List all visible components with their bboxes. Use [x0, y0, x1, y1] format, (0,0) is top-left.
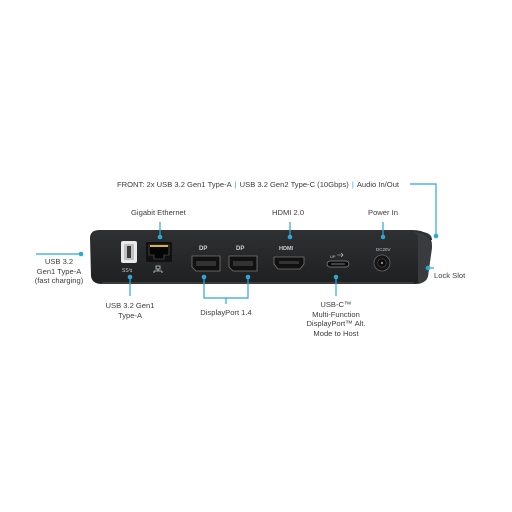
power-callout-dot	[380, 234, 386, 240]
displayport-1-callout-dot	[201, 274, 207, 280]
usbc-line-4: Mode to Host	[313, 328, 359, 338]
displayport-1-logo: DP	[199, 246, 207, 252]
power-in-label: Power In	[368, 208, 398, 217]
front-label-part1: FRONT: 2x USB 3.2 Gen1 Type-A	[117, 180, 232, 189]
network-icon	[153, 265, 163, 273]
usbc-line-2: Multi-Function	[312, 309, 360, 319]
usbc-arrow-icon	[337, 252, 344, 258]
usbc-label: USB-C™ Multi-Function DisplayPort™ Alt. …	[290, 300, 382, 338]
displayport-2-callout-dot	[245, 274, 251, 280]
usb-gen1-label: USB 3.2 Gen1 Type-A	[94, 301, 166, 320]
lock-slot-callout-dot	[425, 265, 431, 271]
usb-left-line-1: USB 3.2	[44, 257, 74, 266]
ethernet-callout-dot	[157, 234, 163, 240]
hdmi-port	[273, 256, 305, 270]
front-ports-label: FRONT: 2x USB 3.2 Gen1 Type-A|USB 3.2 Ge…	[117, 180, 399, 189]
hdmi-callout-dot	[287, 234, 293, 240]
front-callout-line	[410, 183, 437, 234]
displayport-callout-line	[203, 278, 249, 304]
front-label-separator-2: |	[351, 180, 354, 189]
displayport-1-port	[191, 255, 221, 272]
gigabit-ethernet-label: Gigabit Ethernet	[131, 208, 186, 217]
usbc-line-3: DisplayPort™ Alt.	[306, 319, 366, 328]
usb-ss-logo: SS↯	[122, 268, 133, 274]
usbc-callout-dot	[333, 274, 339, 280]
front-label-separator-1: |	[234, 180, 237, 189]
lock-slot-label: Lock Slot	[434, 271, 466, 280]
hdmi-label: HDMI 2.0	[272, 208, 305, 217]
usb-a-port	[121, 241, 137, 263]
displayport-2-port	[228, 255, 258, 272]
usb-gen1-callout-dot	[127, 274, 133, 280]
usbc-line-1: USB-C™	[320, 300, 352, 309]
dock-body	[90, 230, 432, 284]
usb-fast-charging-label: USB 3.2 Gen1 Type-A (fast charging)	[26, 257, 92, 286]
usb-left-callout-dot	[78, 251, 84, 257]
dc-rating-label: DC20V	[376, 247, 391, 252]
hdmi-logo: HDMI	[279, 246, 294, 252]
ethernet-port	[146, 242, 172, 262]
usb-left-line-3: (fast charging)	[34, 276, 84, 285]
displayport-label: DisplayPort 1.4	[200, 308, 252, 317]
usb-gen1-line-2: Type-A	[117, 310, 143, 320]
front-callout-dot	[433, 233, 439, 239]
front-label-part3: Audio In/Out	[356, 180, 400, 189]
front-label-part2: USB 3.2 Gen2 Type-C (10Gbps)	[239, 180, 349, 189]
usb-gen1-line-1: USB 3.2 Gen1	[105, 301, 155, 310]
displayport-2-logo: DP	[236, 246, 244, 252]
dc-power-jack	[373, 254, 391, 272]
usb-left-line-2: Gen1 Type-A	[36, 266, 82, 276]
dock-right-side	[414, 232, 432, 284]
usbc-up-logo: UP	[330, 254, 336, 259]
